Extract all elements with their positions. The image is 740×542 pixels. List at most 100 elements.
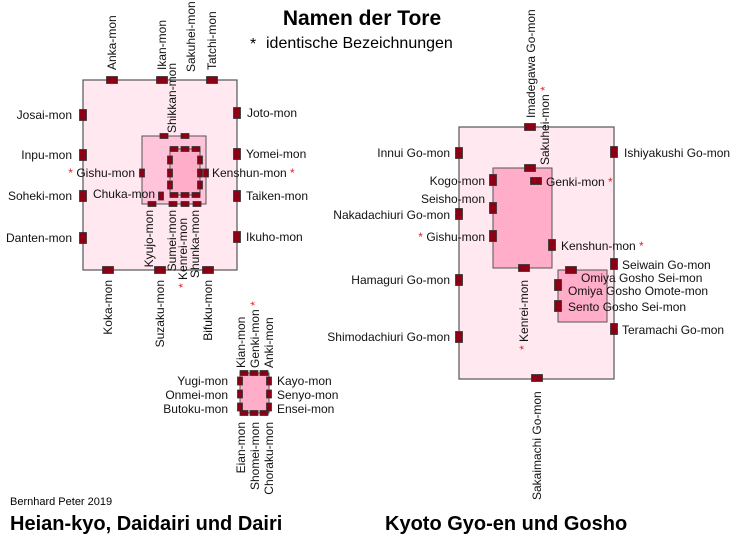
author-credit: Bernhard Peter 2019 — [10, 496, 112, 508]
gate-dairi-kayo — [266, 376, 272, 386]
gate-label-dairi-kian: Kian-mon — [234, 317, 248, 368]
gate-dairi-ensei — [266, 402, 272, 412]
gate-label-kyoto-teramachi: Teramachi Go-mon — [622, 323, 724, 337]
gate-label-text: Kenrei-mon — [176, 218, 190, 280]
gate-kyoto-shimodachiuri — [455, 331, 463, 343]
gate-label-text: Nakadachiuri Go-mon — [333, 208, 450, 222]
gate-josai — [79, 109, 87, 121]
identical-name-marker: * — [517, 342, 531, 350]
gate-label-kyoto-omiya-omote: Omiya Gosho Omote-mon — [568, 284, 708, 298]
gate-label-text: Joto-mon — [247, 106, 297, 120]
identical-name-marker: * — [248, 301, 262, 309]
gate-ikan — [156, 76, 168, 84]
identical-name-marker: * — [176, 280, 190, 288]
gate-label-text: Anka-mon — [105, 15, 119, 70]
gate-label-text: Sumei-mon — [165, 210, 179, 271]
gate-label-text: Gishu-mon — [426, 230, 485, 244]
caption-heian: Heian-kyo, Daidairi und Dairi — [10, 513, 282, 535]
identical-name-marker: * — [605, 175, 613, 189]
gate-label-text: Kenshun-mon — [561, 239, 636, 253]
gate-dairi-choraku — [259, 410, 269, 416]
gate-kyoto-nakadachiuri — [455, 208, 463, 220]
gate-label-text: Kenshun-mon — [212, 166, 287, 180]
gate-label-heian-taiken: Taiken-mon — [246, 189, 308, 203]
gate-taiken — [233, 190, 241, 202]
gate-label-heian-yomei: Yomei-mon — [246, 147, 306, 161]
identical-name-marker: * — [287, 166, 295, 180]
gate-kyoto-innui — [455, 147, 463, 159]
gate-label-kyoto-innui: Innui Go-mon — [377, 146, 450, 160]
gate-label-text: Yugi-mon — [177, 374, 228, 388]
gate-label-kyoto-hamaguri: Hamaguri Go-mon — [351, 273, 450, 287]
gate-label-text: Ikuho-mon — [246, 230, 303, 244]
daigokuden-inner-enclosure — [169, 148, 201, 196]
gate-tatchi — [206, 76, 218, 84]
gate-inner-n1 — [169, 146, 179, 152]
gate-label-heian-suzaku: Suzaku-mon — [153, 280, 167, 347]
gate-label-dairi-senyo: Senyo-mon — [277, 388, 338, 402]
gate-label-text: Sakuhei-mon — [184, 1, 198, 72]
dairi-enclosure — [239, 372, 270, 414]
gate-label-heian-sumei: Sumei-mon — [165, 210, 179, 271]
gate-kyoto-sakuhei — [524, 164, 536, 172]
gate-kyoto-hamaguri — [455, 274, 463, 286]
gate-label-text: Shomei-mon — [248, 422, 262, 490]
gate-shunka — [192, 201, 202, 207]
gate-label-text: Bifuku-mon — [201, 280, 215, 341]
gate-inner-s2 — [180, 192, 190, 198]
gate-label-text: Butoku-mon — [163, 402, 228, 416]
gate-inner-e3 — [197, 180, 203, 190]
gate-label-text: Sakuhei-mon — [538, 94, 552, 165]
gate-label-text: Gishu-mon — [76, 166, 135, 180]
gate-label-heian-ikan: Ikan-mon — [155, 20, 169, 70]
gate-label-heian-danten: Danten-mon — [6, 231, 72, 245]
gate-label-kyoto-omiya-sei: Omiya Gosho Sei-mon — [581, 271, 702, 285]
gate-label-text: Sakaimachi Go-mon — [530, 391, 544, 500]
gate-label-text: Shikkan-mon — [165, 63, 179, 133]
gate-kyoto-kenshun — [548, 239, 556, 251]
gate-label-dairi-shomei: Shomei-mon — [248, 422, 262, 490]
gate-label-heian-kenrei: * Kenrei-mon — [176, 218, 190, 288]
gate-label-text: Kenrei-mon — [517, 280, 531, 342]
gate-kyoto-ishiyakushi — [610, 146, 618, 158]
gate-label-text: Josai-mon — [17, 108, 72, 122]
gate-kyoto-seiwain — [610, 258, 618, 270]
gate-kenshun — [203, 168, 209, 178]
gate-koka — [102, 266, 114, 274]
gate-label-text: Kayo-mon — [277, 374, 332, 388]
gate-inpu — [79, 149, 87, 161]
gate-label-text: Imadegawa Go-mon — [524, 9, 538, 118]
gate-label-text: Soheki-mon — [8, 189, 72, 203]
gate-dairi-shomei — [249, 410, 259, 416]
gate-label-text: Innui Go-mon — [377, 146, 450, 160]
gate-inner-s1 — [169, 192, 179, 198]
gate-label-kyoto-sento-sei: Sento Gosho Sei-mon — [568, 300, 686, 314]
gate-shikkan — [159, 133, 169, 139]
caption-kyoto: Kyoto Gyo-en und Gosho — [385, 513, 627, 535]
gate-inner-n2 — [180, 146, 190, 152]
gate-label-text: Senyo-mon — [277, 388, 338, 402]
gate-label-heian-kyujo: Kyujo-mon — [142, 210, 156, 267]
gate-label-heian-kenshun: Kenshun-mon * — [212, 166, 295, 180]
gate-bifuku — [202, 266, 214, 274]
gate-label-kyoto-seisho: Seisho-mon — [421, 192, 485, 206]
gate-label-kyoto-seiwain: Seiwain Go-mon — [622, 258, 711, 272]
gate-label-text: Ishiyakushi Go-mon — [624, 146, 730, 160]
gate-label-text: Seisho-mon — [421, 192, 485, 206]
gate-label-heian-inpu: Inpu-mon — [21, 148, 72, 162]
gate-label-heian-shunka: Shunka-mon — [188, 210, 202, 278]
gate-label-heian-shikkan: Shikkan-mon — [165, 63, 179, 133]
gate-inner-w3 — [167, 180, 173, 190]
gate-label-heian-gishu: * Gishu-mon — [68, 166, 135, 180]
gate-label-text: Choraku-mon — [262, 422, 276, 495]
gate-kyujo — [147, 201, 157, 207]
sento-gosho-enclosure — [557, 269, 608, 323]
gate-kyoto-omiya-sei — [565, 266, 577, 274]
gate-label-text: Danten-mon — [6, 231, 72, 245]
gate-label-text: Yomei-mon — [246, 147, 306, 161]
gate-label-kyoto-imadegawa: Imadegawa Go-mon — [524, 9, 538, 118]
gate-label-text: Omiya Gosho Sei-mon — [581, 271, 702, 285]
gate-label-heian-josai: Josai-mon — [17, 108, 72, 122]
gate-label-heian-soheki: Soheki-mon — [8, 189, 72, 203]
